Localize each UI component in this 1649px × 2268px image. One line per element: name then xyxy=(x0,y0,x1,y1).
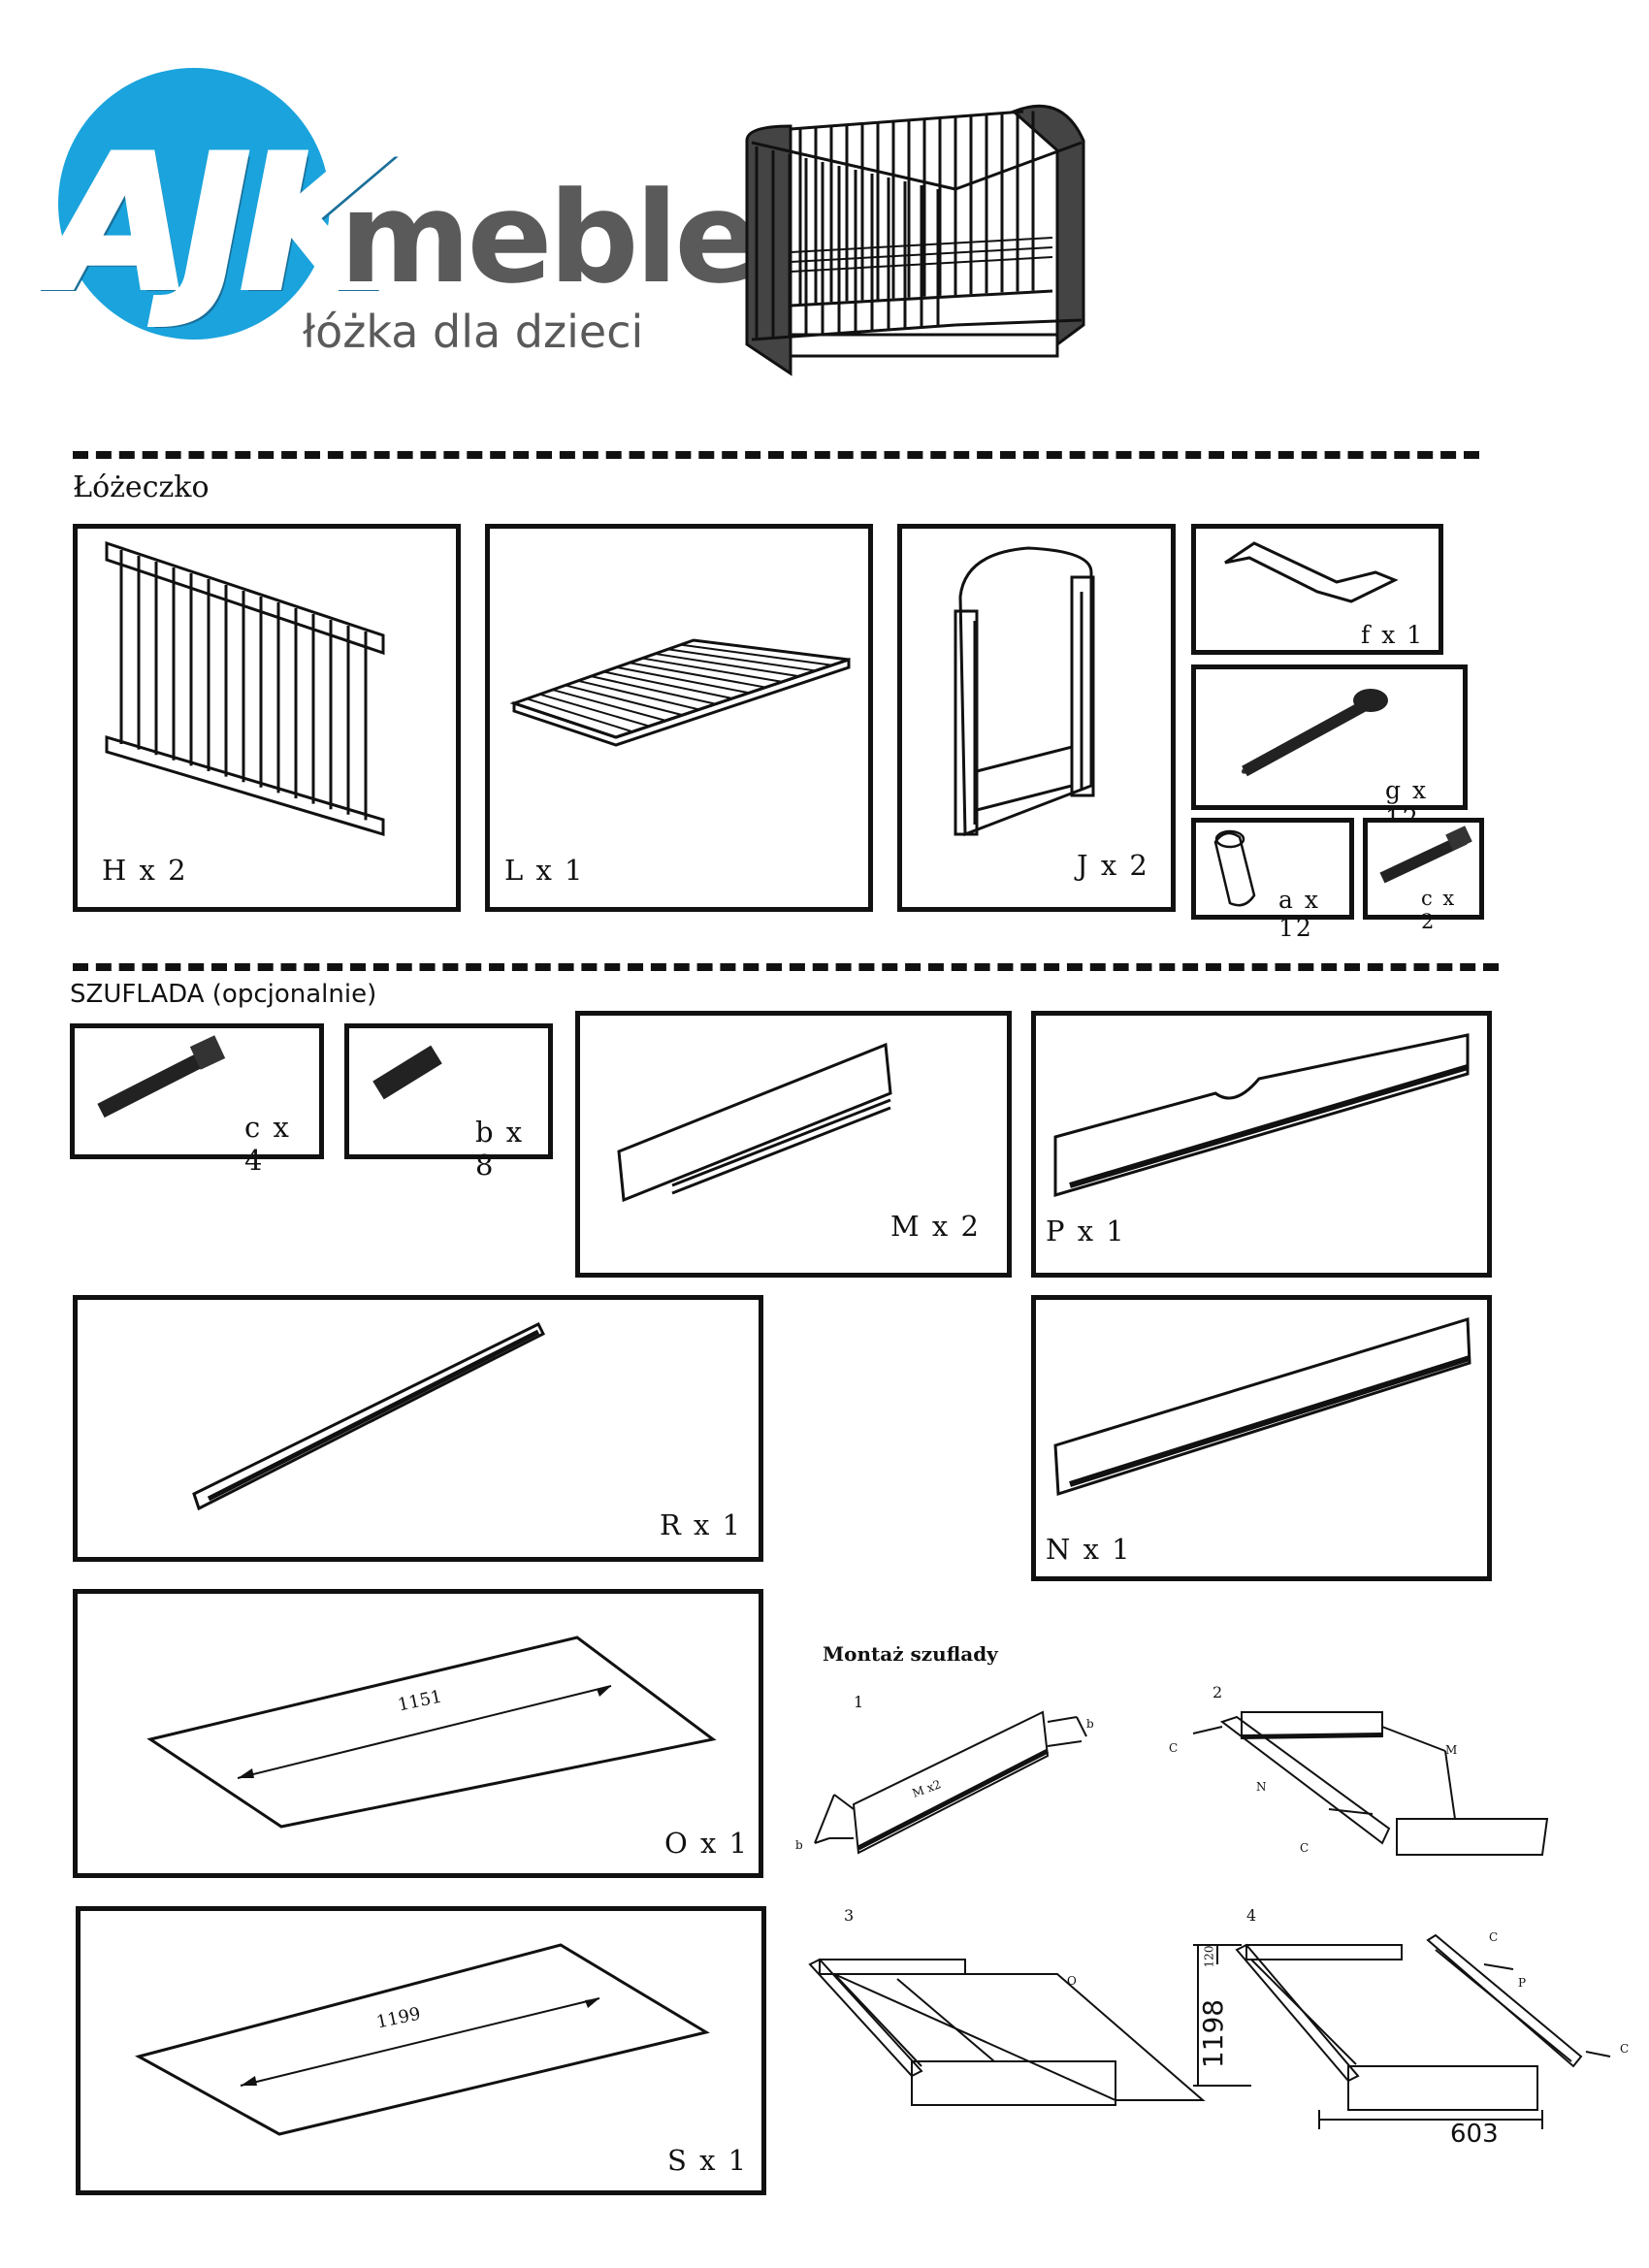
part-label-a: a x 12 xyxy=(1278,886,1320,942)
part-label-P: P x 1 xyxy=(1046,1215,1126,1247)
drawer-side-drawing xyxy=(617,1042,892,1203)
side-rail-drawing xyxy=(105,540,385,837)
part-label-b: b x 8 xyxy=(475,1116,525,1182)
step-2-label-M: M xyxy=(1445,1743,1458,1757)
divider-middle xyxy=(73,963,1499,971)
step-number-1: 1 xyxy=(854,1693,864,1711)
assembly-step-3: 3 O xyxy=(795,1901,1212,2124)
part-label-R: R x 1 xyxy=(660,1508,743,1541)
assembly-step-1: 1 M x2 b b xyxy=(791,1693,1120,1877)
logo-brand-ajk: AJK xyxy=(46,113,386,334)
drawer-front-drawing xyxy=(1053,1316,1471,1497)
step-4-label-P: P xyxy=(1518,1976,1527,1990)
part-box-P: P x 1 xyxy=(1031,1011,1492,1278)
part-box-S: 1199 S x 1 xyxy=(76,1906,766,2195)
step-4-label-C-right: C xyxy=(1620,2042,1630,2056)
part-label-O: O x 1 xyxy=(664,1827,750,1860)
part-box-N: N x 1 xyxy=(1031,1295,1492,1581)
allen-key-icon xyxy=(1224,541,1399,603)
part-box-M: M x 2 xyxy=(575,1011,1012,1278)
logo-circle xyxy=(58,68,330,340)
logo: AJK meble łóżka dla dzieci xyxy=(46,58,760,369)
section-title-crib: Łóżeczko xyxy=(73,470,210,504)
part-label-c: c x 4 xyxy=(244,1111,291,1177)
logo-brand-meble: meble xyxy=(340,175,760,301)
step-2-label-N: N xyxy=(1256,1780,1267,1794)
drawer-bottom-drawing-O xyxy=(146,1636,717,1829)
part-label-N: N x 1 xyxy=(1046,1533,1132,1566)
part-label-H: H x 2 xyxy=(102,854,188,887)
step-1-drawing xyxy=(814,1710,1087,1855)
part-label-f: f x 1 xyxy=(1361,621,1425,649)
assembly-step-4: 4 120 1198 603 C P C xyxy=(1193,1901,1639,2154)
part-box-f: f x 1 xyxy=(1191,524,1443,655)
part-label-L: L x 1 xyxy=(504,854,585,887)
part-box-c-small: c x 2 xyxy=(1363,818,1484,933)
dowel-screw-icon xyxy=(97,1035,226,1118)
divider-top xyxy=(73,451,1479,459)
part-box-b: b x 8 xyxy=(344,1023,553,1182)
part-box-L: L x 1 xyxy=(485,524,873,912)
part-box-g: g x 12 xyxy=(1191,664,1468,832)
part-box-a: a x 12 xyxy=(1191,818,1354,942)
step-4-dim-1198: 1198 xyxy=(1197,1998,1230,2069)
headboard-drawing xyxy=(954,546,1095,837)
assembly-title: Montaż szuflady xyxy=(823,1642,998,1666)
step-number-3: 3 xyxy=(844,1906,855,1925)
part-box-O: 1151 O x 1 xyxy=(73,1589,763,1878)
drawer-bottom-drawing-S xyxy=(134,1943,710,2136)
step-3-drawing xyxy=(808,1958,1206,2106)
step-4-label-C-top: C xyxy=(1489,1930,1499,1944)
step-1-label-b-right: b xyxy=(1086,1717,1094,1731)
section-title-drawer: SZUFLADA (opcjonalnie) xyxy=(70,980,377,1009)
part-label-g: g x 12 xyxy=(1385,776,1429,832)
step-3-label-O: O xyxy=(1067,1974,1077,1988)
part-box-H: H x 2 xyxy=(73,524,461,912)
logo-brand-meble-text: meble xyxy=(340,164,760,311)
dowel-icon xyxy=(372,1045,442,1100)
barrel-nut-icon xyxy=(1213,829,1256,907)
step-4-dim-603: 603 xyxy=(1450,2120,1499,2149)
step-number-4: 4 xyxy=(1246,1906,1257,1925)
step-2-label-C-top: C xyxy=(1169,1741,1179,1755)
part-label-c-small: c x 2 xyxy=(1421,887,1457,933)
step-4-drawing xyxy=(1193,1933,1611,2129)
step-1-label-b-left: b xyxy=(795,1838,803,1852)
step-4-dim-120: 120 xyxy=(1202,1945,1216,1968)
step-2-label-C-bottom: C xyxy=(1300,1841,1310,1855)
runner-drawing xyxy=(192,1321,546,1511)
part-box-J: J x 2 xyxy=(897,524,1176,912)
part-box-c: c x 4 xyxy=(70,1023,324,1177)
step-2-drawing xyxy=(1192,1711,1549,1856)
logo-tagline: łóżka dla dzieci xyxy=(303,306,644,358)
part-label-J: J x 2 xyxy=(1077,849,1149,882)
dowel-screw-icon-small xyxy=(1379,826,1472,884)
drawer-back-drawing xyxy=(1053,1033,1470,1198)
mattress-base-drawing xyxy=(509,638,851,747)
assembly-step-2: 2 C N M C xyxy=(1164,1678,1552,1872)
crib-illustration xyxy=(745,104,1085,376)
part-box-R: R x 1 xyxy=(73,1295,763,1562)
part-label-S: S x 1 xyxy=(667,2144,749,2177)
part-label-M: M x 2 xyxy=(890,1210,981,1243)
bolt-icon xyxy=(1241,689,1388,777)
step-number-2: 2 xyxy=(1212,1683,1223,1701)
